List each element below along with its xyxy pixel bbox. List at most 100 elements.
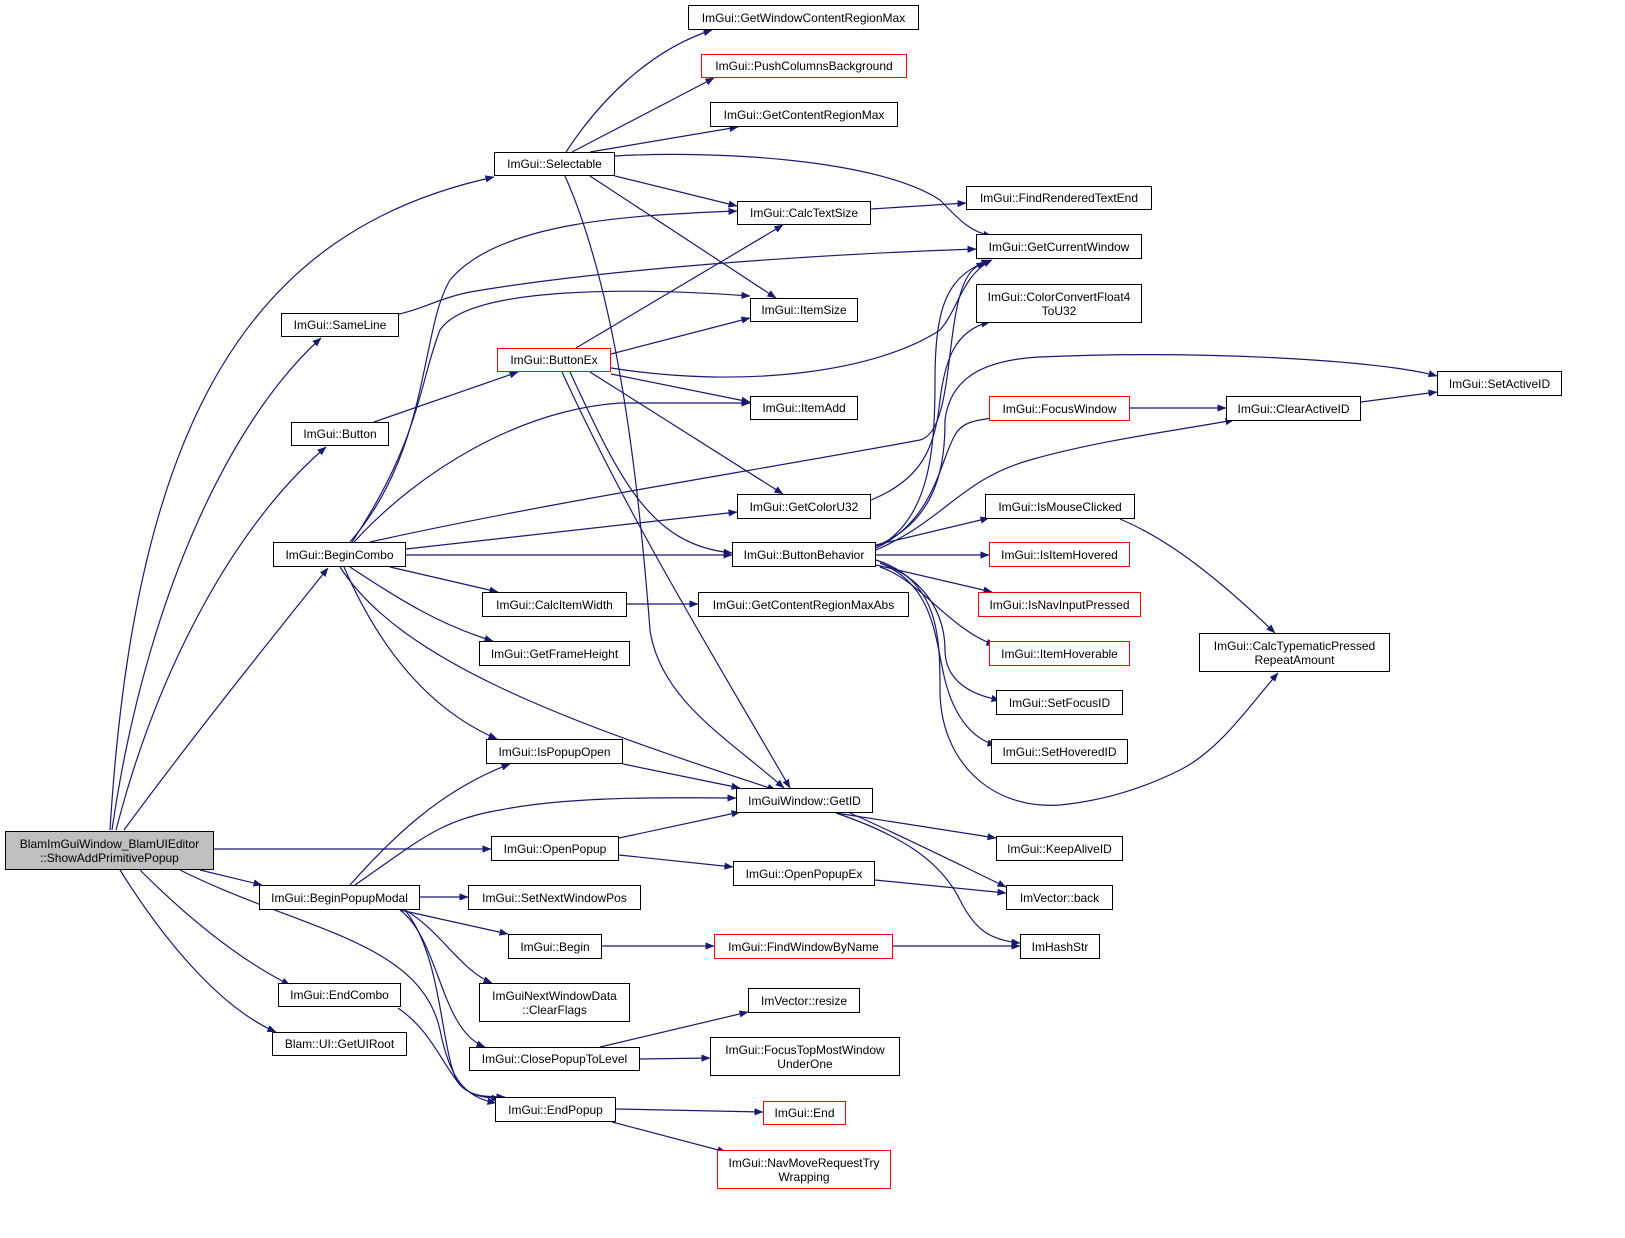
node-getwindowcontentregionmax[interactable]: ImGui::GetWindowContentRegionMax	[688, 5, 919, 30]
node-vectorresize[interactable]: ImVector::resize	[748, 988, 860, 1013]
edge-root-to-sameline	[111, 337, 322, 831]
edge-button-to-buttonex	[373, 371, 519, 423]
edge-begincombo-to-ispopupopen	[343, 566, 498, 740]
edge-openpopupex-to-vectorback	[874, 879, 1007, 896]
node-ismouseclicked[interactable]: ImGui::IsMouseClicked	[985, 494, 1135, 519]
node-focuswindow[interactable]: ImGui::FocusWindow	[989, 396, 1130, 421]
edge-buttonbehavior-to-focuswindow	[875, 414, 1001, 549]
node-begin[interactable]: ImGui::Begin	[508, 934, 602, 959]
edge-root-to-getuiroot	[119, 869, 277, 1033]
edge-buttonbehavior-to-getcurrentwindow	[875, 259, 991, 549]
edge-getid-to-vectorback	[849, 812, 1007, 888]
edge-openpopup-to-openpopupex	[618, 854, 734, 870]
node-selectable[interactable]: ImGui::Selectable	[494, 152, 615, 176]
edge-buttonbehavior-to-clearactiveid	[875, 418, 1235, 551]
edge-buttonex-to-getcoloru32	[589, 371, 784, 495]
edge-selectable-to-calctextsize	[614, 175, 738, 208]
node-isitemhovered[interactable]: ImGui::IsItemHovered	[989, 542, 1130, 567]
edge-beginpopupmodal-to-endpopup	[404, 909, 506, 1101]
node-getcontentregionmax[interactable]: ImGui::GetContentRegionMax	[710, 102, 898, 127]
edge-selectable-to-pushcolumnsbackground	[571, 77, 715, 153]
node-findwindowbyname[interactable]: ImGui::FindWindowByName	[714, 934, 893, 959]
node-findrenderedtextend[interactable]: ImGui::FindRenderedTextEnd	[966, 186, 1152, 210]
node-calcitemwidth[interactable]: ImGui::CalcItemWidth	[482, 592, 627, 617]
node-setfocusid[interactable]: ImGui::SetFocusID	[996, 690, 1123, 715]
edge-begincombo-to-calctextsize	[349, 207, 738, 543]
edge-buttonbehavior-to-calctypematic	[875, 559, 1279, 806]
edge-root-to-endcombo	[139, 869, 291, 986]
edge-buttonex-to-itemadd	[610, 373, 751, 404]
node-clearflags[interactable]: ImGuiNextWindowData ::ClearFlags	[479, 983, 630, 1022]
node-openpopupex[interactable]: ImGui::OpenPopupEx	[733, 861, 875, 886]
node-getframeheight[interactable]: ImGui::GetFrameHeight	[479, 641, 630, 666]
node-itemhoverable[interactable]: ImGui::ItemHoverable	[989, 641, 1130, 666]
node-colorconvert[interactable]: ImGui::ColorConvertFloat4 ToU32	[976, 284, 1142, 323]
edge-buttonbehavior-to-setfocusid	[879, 562, 1001, 703]
edge-root-to-begincombo	[123, 567, 329, 831]
node-calctypematic[interactable]: ImGui::CalcTypematicPressed RepeatAmount	[1199, 633, 1390, 672]
edge-selectable-to-getcontentregionmax	[589, 124, 739, 153]
edge-ismouseclicked-to-calctypematic	[1119, 518, 1276, 634]
edge-openpopup-to-getid	[618, 810, 741, 839]
edge-buttonbehavior-to-sethoveredid	[879, 562, 997, 747]
node-isnavinputpressed[interactable]: ImGui::IsNavInputPressed	[978, 592, 1141, 617]
edge-begincombo-to-getcurrentwindow	[369, 261, 986, 543]
node-setactiveid[interactable]: ImGui::SetActiveID	[1437, 371, 1562, 396]
node-vectorback[interactable]: ImVector::back	[1006, 885, 1113, 910]
edge-beginpopupmodal-to-begin	[399, 909, 509, 936]
edge-buttonbehavior-to-setactiveid	[875, 354, 1438, 547]
node-sameline[interactable]: ImGui::SameLine	[281, 313, 399, 337]
node-getuiroot[interactable]: Blam::UI::GetUIRoot	[272, 1032, 407, 1056]
edge-endcombo-to-endpopup	[397, 1007, 501, 1102]
node-getcontentregionmaxabs[interactable]: ImGui::GetContentRegionMaxAbs	[698, 592, 909, 617]
node-root[interactable]: BlamImGuiWindow_BlamUIEditor ::ShowAddPr…	[5, 831, 214, 870]
edge-root-to-beginpopupmodal	[199, 869, 263, 887]
node-buttonbehavior[interactable]: ImGui::ButtonBehavior	[732, 542, 876, 567]
node-itemsize[interactable]: ImGui::ItemSize	[750, 298, 858, 322]
node-keepaliveid[interactable]: ImGui::KeepAliveID	[996, 836, 1123, 861]
node-calctextsize[interactable]: ImGui::CalcTextSize	[737, 201, 871, 225]
node-getcurrentwindow[interactable]: ImGui::GetCurrentWindow	[976, 234, 1142, 259]
edge-begincombo-to-itemadd	[353, 399, 751, 543]
edges	[109, 29, 1438, 1154]
node-pushcolumnsbackground[interactable]: ImGui::PushColumnsBackground	[701, 54, 907, 78]
node-imhashstr[interactable]: ImHashStr	[1020, 934, 1100, 959]
node-begincombo[interactable]: ImGui::BeginCombo	[273, 542, 406, 567]
edge-buttonex-to-itemsize	[610, 316, 751, 355]
edge-begincombo-to-itemsize	[351, 290, 751, 543]
node-endpopup[interactable]: ImGui::EndPopup	[495, 1097, 616, 1122]
edge-beginpopupmodal-to-clearflags	[404, 909, 493, 984]
node-endcombo[interactable]: ImGui::EndCombo	[278, 983, 401, 1007]
edge-buttonbehavior-to-ismouseclicked	[875, 516, 990, 546]
node-clearactiveid[interactable]: ImGui::ClearActiveID	[1226, 396, 1361, 421]
node-getid[interactable]: ImGuiWindow::GetID	[736, 788, 873, 813]
edge-buttonex-to-calctextsize	[575, 224, 784, 349]
edge-root-to-button	[115, 446, 327, 831]
node-itemadd[interactable]: ImGui::ItemAdd	[750, 396, 858, 420]
edge-endpopup-to-navmove	[611, 1121, 727, 1154]
edge-sameline-to-getcurrentwindow	[398, 245, 977, 315]
edge-clearactiveid-to-setactiveid	[1360, 389, 1438, 403]
edge-closepopuptolevel-to-vectorresize	[599, 1010, 749, 1048]
edge-buttonex-to-getid	[561, 371, 791, 789]
edge-beginpopupmodal-to-ispopupopen	[349, 763, 511, 886]
edge-calctextsize-to-findrenderedtextend	[870, 199, 967, 210]
node-ispopupopen[interactable]: ImGui::IsPopupOpen	[486, 739, 623, 764]
edge-buttonex-to-getcurrentwindow	[610, 259, 993, 378]
node-navmove[interactable]: ImGui::NavMoveRequestTry Wrapping	[717, 1150, 891, 1189]
edge-getid-to-imhashstr	[835, 812, 1021, 946]
node-getcoloru32[interactable]: ImGui::GetColorU32	[737, 494, 871, 519]
edge-ispopupopen-to-getid	[622, 763, 741, 790]
node-beginpopupmodal[interactable]: ImGui::BeginPopupModal	[259, 885, 420, 910]
node-focustopmost[interactable]: ImGui::FocusTopMostWindow UnderOne	[710, 1037, 900, 1076]
node-end[interactable]: ImGui::End	[763, 1101, 846, 1125]
edge-buttonbehavior-to-itemhoverable	[879, 566, 996, 646]
node-buttonex[interactable]: ImGui::ButtonEx	[497, 348, 611, 372]
edge-buttonex-to-buttonbehavior	[569, 371, 733, 556]
edge-begincombo-to-getid	[339, 566, 777, 791]
node-setnextwindowpos[interactable]: ImGui::SetNextWindowPos	[468, 885, 641, 910]
node-closepopuptolevel[interactable]: ImGui::ClosePopupToLevel	[469, 1047, 640, 1071]
node-button[interactable]: ImGui::Button	[291, 422, 389, 446]
node-sethoveredid[interactable]: ImGui::SetHoveredID	[991, 739, 1128, 764]
node-openpopup[interactable]: ImGui::OpenPopup	[491, 836, 619, 861]
